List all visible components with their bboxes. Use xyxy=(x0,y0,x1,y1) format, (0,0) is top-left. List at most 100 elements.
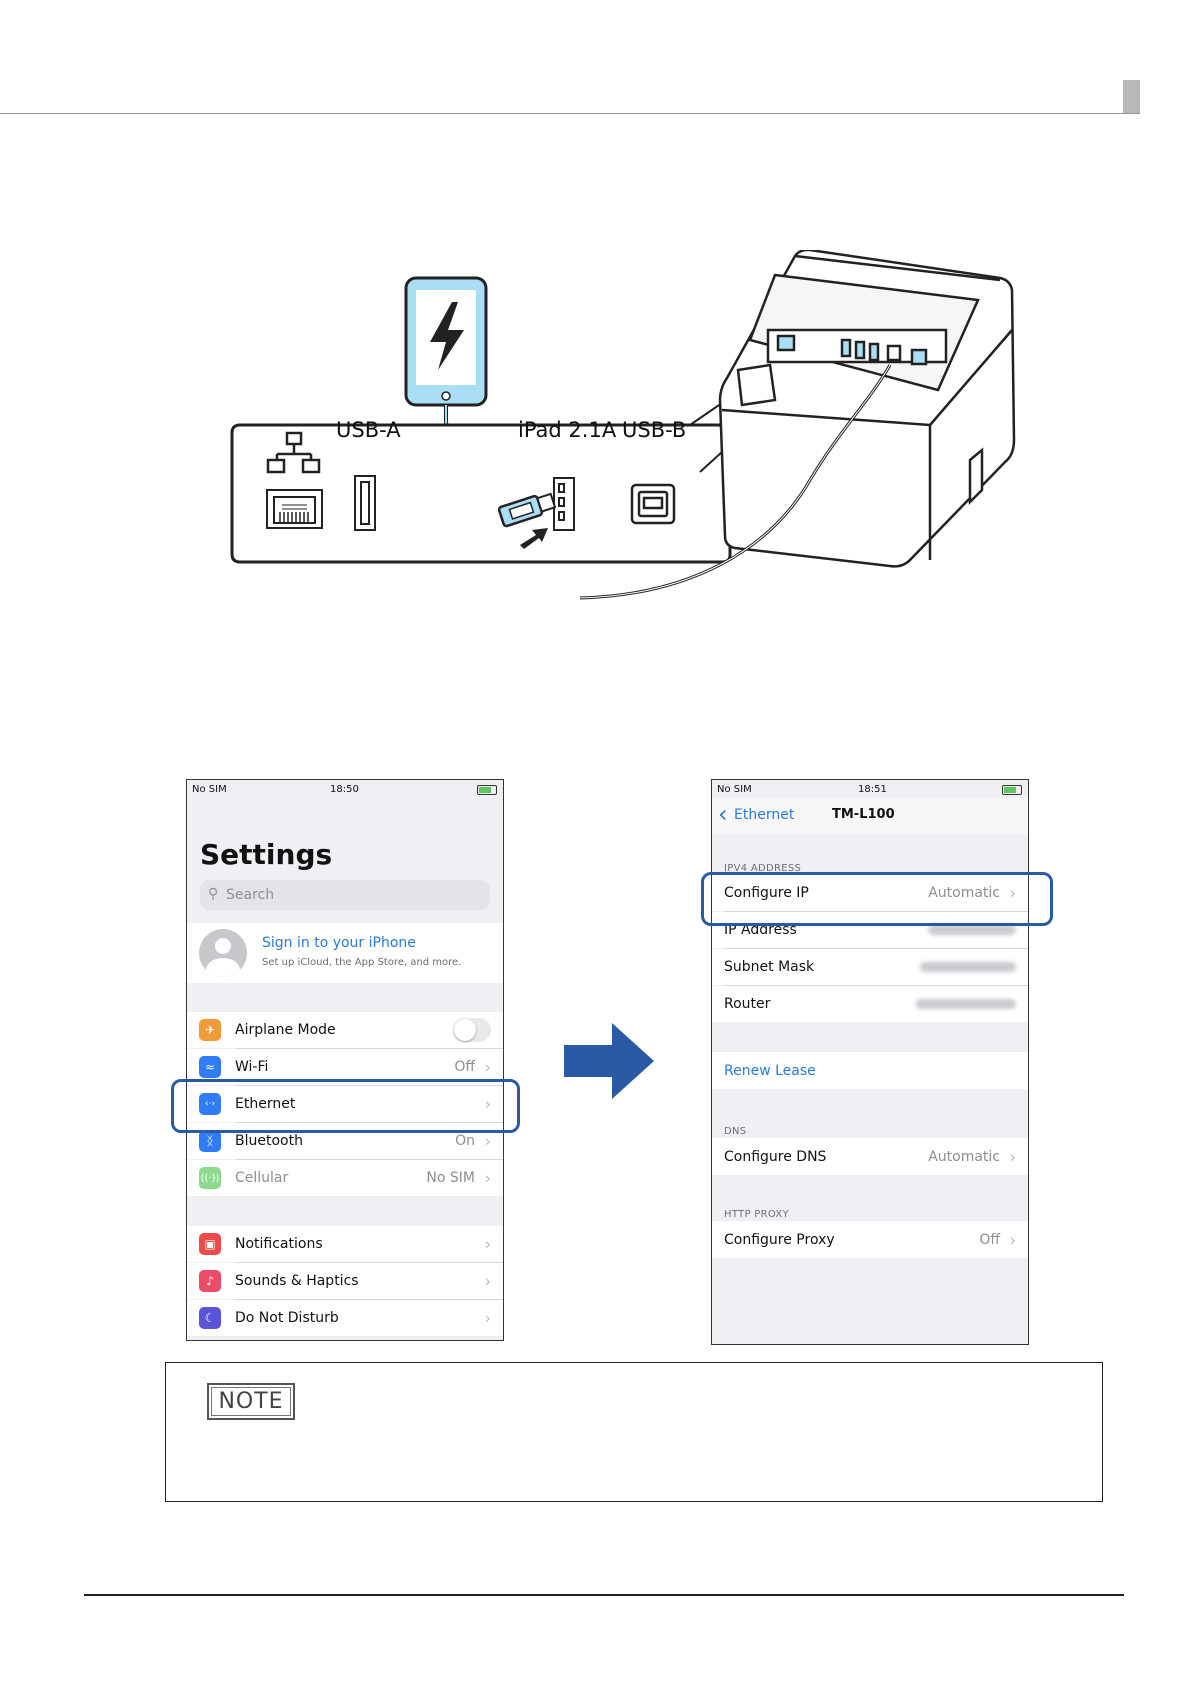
settings-row-cellular[interactable]: ((·)) Cellular No SIM › xyxy=(187,1160,503,1196)
chevron-right-icon: › xyxy=(484,1057,491,1077)
search-input[interactable]: ⚲ Search xyxy=(200,880,490,910)
settings-row-airplane[interactable]: ✈ Airplane Mode xyxy=(187,1012,503,1048)
usb-a-port xyxy=(354,475,376,531)
nav-title: TM-L100 xyxy=(832,807,895,822)
settings-row-ethernet[interactable]: ‹·› Ethernet › xyxy=(187,1086,503,1122)
note-badge: NOTE xyxy=(207,1383,295,1420)
dns-section-header: DNS xyxy=(724,1126,747,1137)
notifications-icon: ▣ xyxy=(199,1233,221,1255)
router-row: Router xyxy=(712,986,1028,1022)
chevron-right-icon: › xyxy=(1009,1147,1016,1166)
cellular-icon: ((·)) xyxy=(199,1167,221,1189)
bluetooth-value: On xyxy=(455,1133,475,1149)
battery-icon xyxy=(1002,785,1022,795)
ipad-port-label: iPad 2.1A xyxy=(518,418,617,442)
carrier-label: No SIM xyxy=(192,784,227,795)
clock-label: 18:51 xyxy=(858,784,887,795)
search-icon: ⚲ xyxy=(208,886,219,902)
settings-row-sounds[interactable]: ♪ Sounds & Haptics › xyxy=(187,1263,503,1299)
configure-proxy-label: Configure Proxy xyxy=(724,1231,835,1248)
insert-arrow-icon xyxy=(520,528,548,549)
usb-b-port xyxy=(630,483,676,525)
speaker-icon: ♪ xyxy=(199,1270,221,1292)
subnet-mask-label: Subnet Mask xyxy=(724,959,815,975)
footer-rule xyxy=(84,1594,1124,1596)
configure-proxy-value: Off xyxy=(979,1231,1000,1248)
printer-connection-drawing xyxy=(230,248,1016,600)
chevron-right-icon: › xyxy=(1009,1230,1016,1249)
proxy-section-header: HTTP PROXY xyxy=(724,1209,789,1220)
ethernet-detail-screen: No SIM 18:51 ‹ Ethernet TM-L100 IPV4 ADD… xyxy=(711,779,1029,1345)
configure-proxy-row[interactable]: Configure Proxy Off › xyxy=(712,1221,1028,1258)
bluetooth-label: Bluetooth xyxy=(235,1133,303,1149)
chevron-right-icon: › xyxy=(484,1168,491,1188)
dnd-label: Do Not Disturb xyxy=(235,1310,339,1326)
ip-address-row: IP Address xyxy=(712,912,1028,948)
printer-illustration xyxy=(718,248,1016,568)
cellular-label: Cellular xyxy=(235,1170,289,1186)
clock-label: 18:50 xyxy=(330,784,359,795)
settings-row-bluetooth[interactable]: ᛝ Bluetooth On › xyxy=(187,1123,503,1159)
battery-icon xyxy=(477,785,497,795)
airplane-label: Airplane Mode xyxy=(235,1022,336,1038)
ipv4-section-header: IPV4 ADDRESS xyxy=(724,863,802,874)
renew-lease-row[interactable]: Renew Lease xyxy=(712,1052,1028,1089)
ip-address-label: IP Address xyxy=(724,922,797,938)
lan-port xyxy=(266,489,323,529)
chevron-right-icon: › xyxy=(484,1234,491,1254)
wifi-label: Wi-Fi xyxy=(235,1059,269,1075)
settings-row-dnd[interactable]: ☾ Do Not Disturb › xyxy=(187,1300,503,1336)
settings-screen: No SIM 18:50 Settings ⚲ Search Sign in t… xyxy=(186,779,504,1341)
wifi-value: Off xyxy=(454,1059,475,1075)
chevron-right-icon: › xyxy=(484,1094,491,1114)
renew-lease-button[interactable]: Renew Lease xyxy=(724,1062,816,1079)
cellular-value: No SIM xyxy=(426,1170,475,1186)
arrow-right-icon xyxy=(564,1023,654,1099)
network-icon xyxy=(266,431,321,474)
note-box xyxy=(165,1362,1103,1502)
configure-ip-row[interactable]: Configure IP Automatic › xyxy=(712,875,1028,911)
configure-ip-highlight xyxy=(701,872,1053,926)
airplane-icon: ✈ xyxy=(199,1019,221,1041)
nav-bar: ‹ Ethernet TM-L100 xyxy=(712,798,1028,834)
configure-dns-label: Configure DNS xyxy=(724,1148,827,1165)
notifications-label: Notifications xyxy=(235,1236,323,1252)
usb-b-label: USB-B xyxy=(622,418,687,442)
airplane-toggle[interactable] xyxy=(453,1018,491,1042)
router-value-redacted xyxy=(916,999,1016,1009)
configure-ip-value: Automatic xyxy=(928,885,1000,901)
configure-dns-row[interactable]: Configure DNS Automatic › xyxy=(712,1138,1028,1175)
usb-plug xyxy=(497,492,557,528)
search-placeholder: Search xyxy=(226,887,275,903)
sign-in-title: Sign in to your iPhone xyxy=(262,935,416,951)
back-button[interactable]: Ethernet xyxy=(734,807,795,823)
page-title: Settings xyxy=(200,838,333,871)
sign-in-subtitle: Set up iCloud, the App Store, and more. xyxy=(262,957,462,968)
moon-icon: ☾ xyxy=(199,1307,221,1329)
settings-row-notifications[interactable]: ▣ Notifications › xyxy=(187,1226,503,1262)
ip-address-value-redacted xyxy=(928,925,1016,935)
configure-dns-value: Automatic xyxy=(928,1148,1000,1165)
ipad-icon xyxy=(404,276,488,407)
subnet-mask-row: Subnet Mask xyxy=(712,949,1028,985)
carrier-label: No SIM xyxy=(717,784,752,795)
ethernet-label: Ethernet xyxy=(235,1096,296,1112)
sign-in-row[interactable]: Sign in to your iPhone Set up iCloud, th… xyxy=(187,923,503,983)
configure-ip-label: Configure IP xyxy=(724,885,809,901)
chevron-left-icon[interactable]: ‹ xyxy=(718,800,728,828)
ethernet-highlight xyxy=(171,1079,520,1133)
router-label: Router xyxy=(724,996,771,1012)
connection-illustration: USB-A iPad 2.1A USB-B xyxy=(230,248,1090,660)
sounds-label: Sounds & Haptics xyxy=(235,1273,359,1289)
chevron-right-icon: › xyxy=(484,1131,491,1151)
subnet-mask-value-redacted xyxy=(920,962,1016,972)
ethernet-icon: ‹·› xyxy=(199,1093,221,1115)
header-tab-marker xyxy=(1123,80,1140,113)
chevron-right-icon: › xyxy=(484,1271,491,1291)
avatar xyxy=(199,929,247,977)
wifi-icon: ≈ xyxy=(199,1056,221,1078)
usb-a-label: USB-A xyxy=(336,418,401,442)
chevron-right-icon: › xyxy=(484,1308,491,1328)
bluetooth-icon: ᛝ xyxy=(199,1130,221,1152)
chevron-right-icon: › xyxy=(1009,883,1016,903)
